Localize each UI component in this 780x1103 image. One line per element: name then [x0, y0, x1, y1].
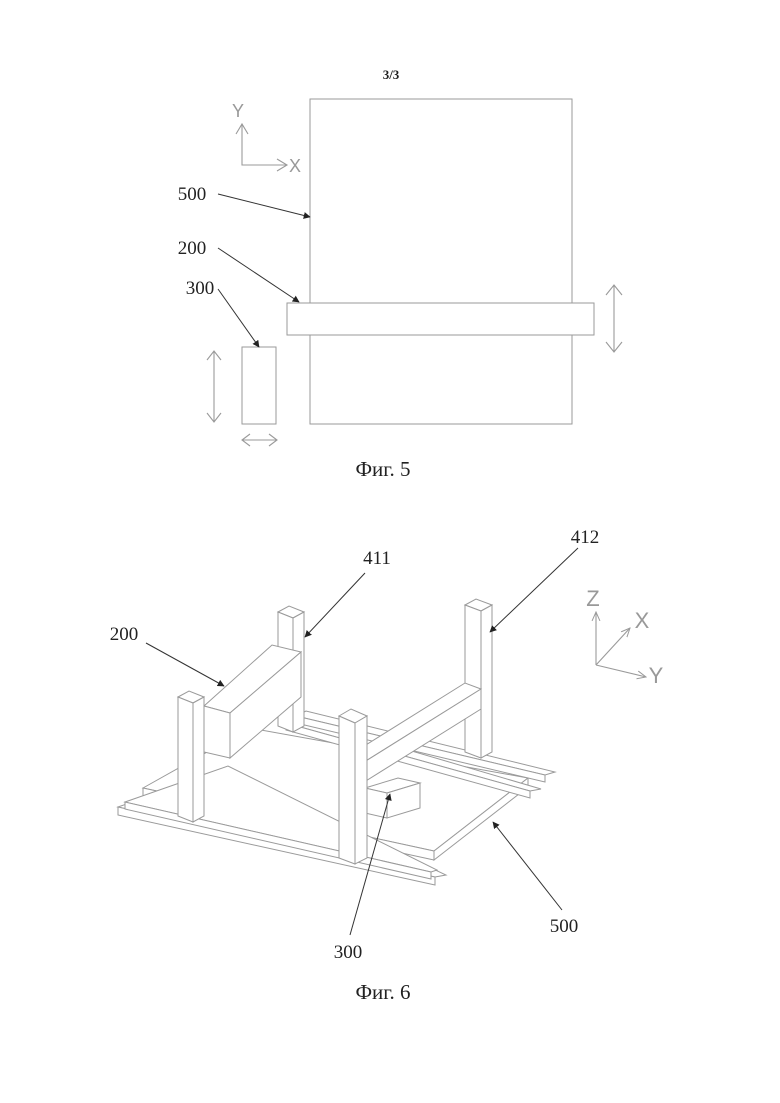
fig6-label-300: 300	[334, 942, 363, 963]
fig6-caption: Фиг. 6	[355, 980, 410, 1004]
figure-6: Z X Y	[110, 527, 664, 1004]
fig5-label-300: 300	[186, 278, 215, 299]
fig5-axis-y-label: Y	[232, 101, 244, 121]
fig6-label-500: 500	[550, 916, 579, 937]
fig6-label-200: 200	[110, 624, 139, 645]
fig6-label-412: 412	[571, 527, 600, 548]
fig5-label-200: 200	[178, 238, 207, 259]
fig6-front-right-post	[339, 709, 367, 864]
fig5-label-500: 500	[178, 184, 207, 205]
fig6-leader-412	[490, 548, 578, 632]
fig5-leader-500	[218, 194, 310, 217]
fig6-part-412-post	[465, 599, 492, 758]
fig6-axis-y-label: Y	[649, 663, 664, 688]
fig6-axis-z-label: Z	[586, 586, 599, 611]
fig5-beam-motion-arrow	[606, 285, 622, 352]
fig6-leader-411	[305, 573, 365, 637]
fig5-leader-300	[218, 289, 259, 347]
fig5-leader-200	[218, 248, 299, 302]
fig6-axis-x-label: X	[635, 608, 650, 633]
fig5-part-500-plate	[310, 99, 572, 424]
fig5-part-200-beam	[287, 303, 594, 335]
fig5-block-vertical-arrow	[207, 351, 221, 422]
page-number: 3/3	[383, 67, 400, 82]
fig5-block-horizontal-arrow	[242, 434, 277, 446]
fig6-front-left-post	[178, 691, 204, 822]
fig5-axis-x-label: X	[289, 156, 301, 176]
figure-5: Y X 500 200 300 Фиг.	[178, 99, 622, 481]
fig5-caption: Фиг. 5	[355, 457, 410, 481]
fig5-axis-indicator: Y X	[232, 101, 301, 176]
fig5-part-300-block	[242, 347, 276, 424]
fig6-axis-indicator: Z X Y	[586, 586, 663, 688]
fig6-leader-200	[146, 643, 224, 686]
fig6-leader-500	[493, 822, 562, 910]
fig6-label-411: 411	[363, 548, 391, 569]
